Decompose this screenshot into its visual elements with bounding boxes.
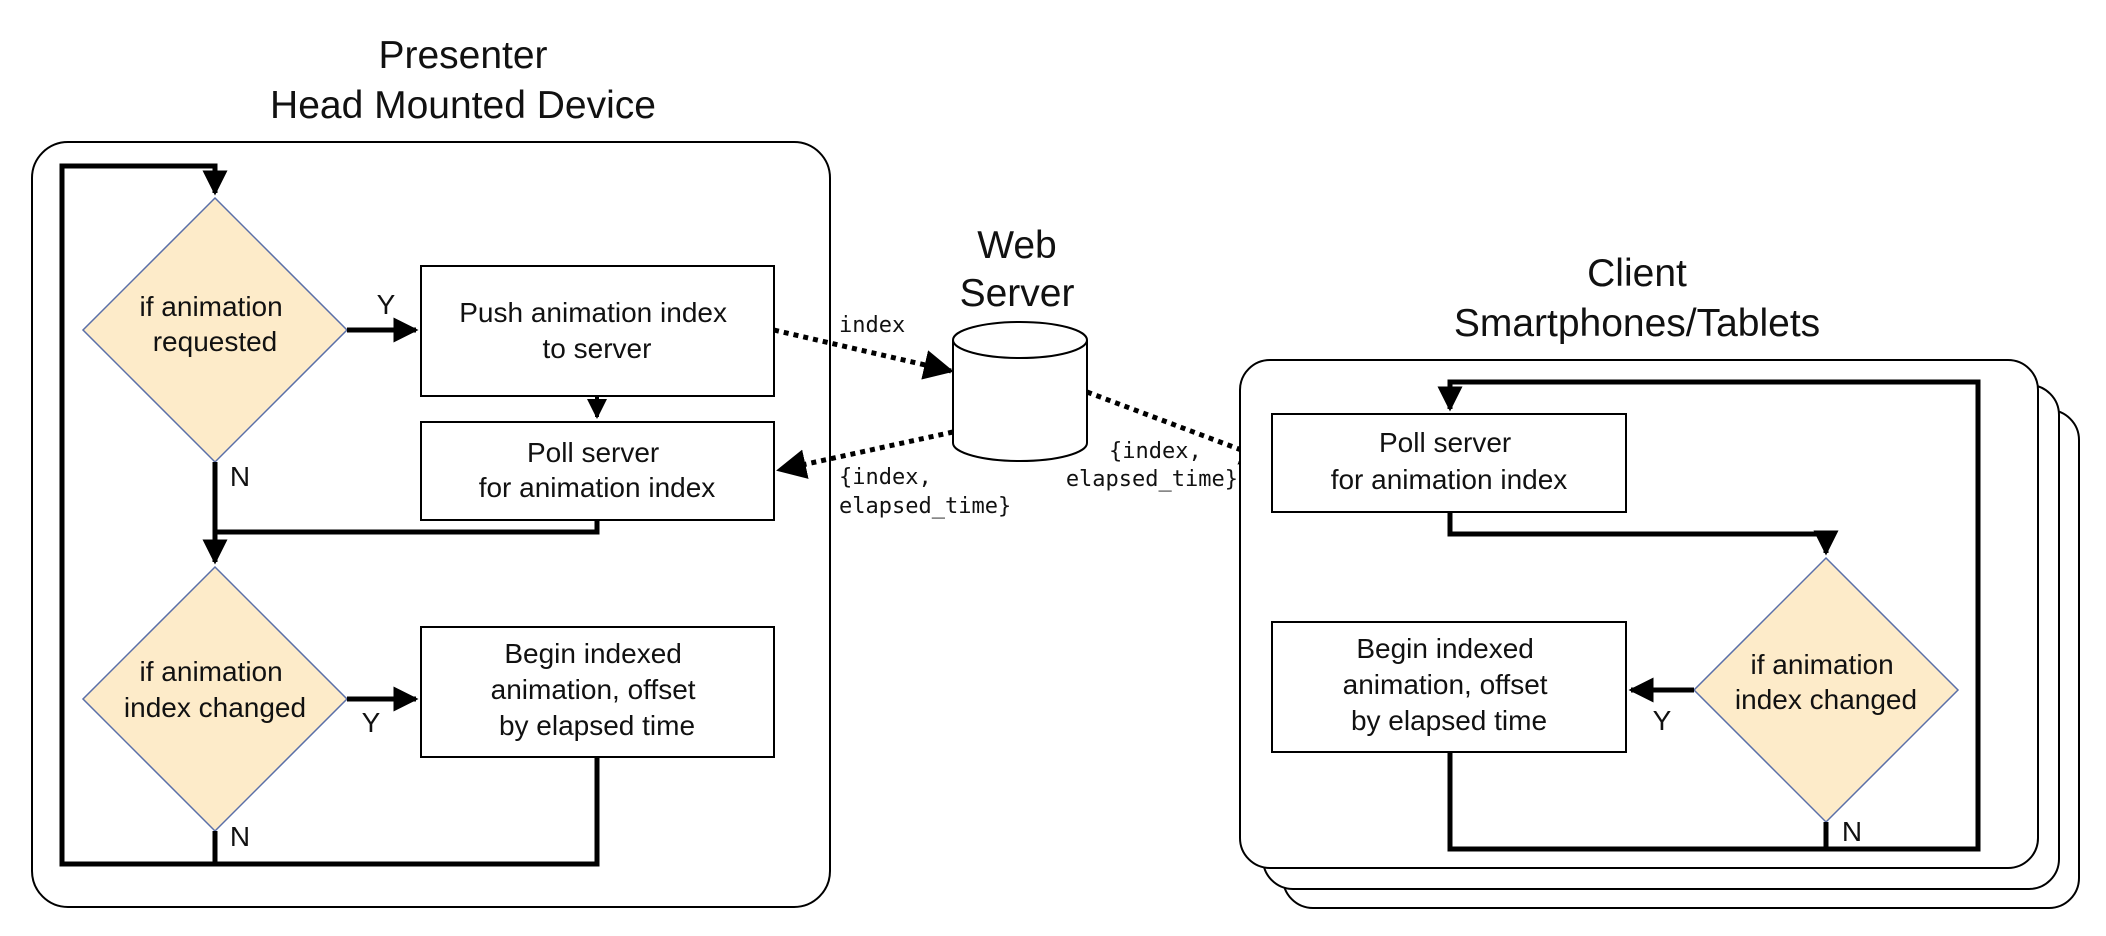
client-begin-box	[1271, 621, 1627, 753]
presenter-section: Presenter Head Mounted Device if animati…	[31, 34, 831, 908]
push-index-box	[420, 265, 775, 397]
connector-index-to-server	[773, 327, 954, 380]
presenter-poll-label: Poll server for animation index	[479, 437, 716, 503]
client-decision-index-changed-label: if animation index changed	[1735, 649, 1917, 715]
client-begin-label: Begin indexed animation, offset by elaps…	[1343, 633, 1556, 736]
decision-index-changed-label: if animation index changed	[124, 656, 306, 723]
label-index: index	[839, 313, 905, 338]
label-response-presenter: {index, elapsed_time}	[839, 465, 1011, 519]
client-poll-box	[1271, 413, 1627, 513]
label-yes-requested: Y	[377, 289, 396, 320]
client-poll-label: Poll server for animation index	[1331, 427, 1568, 495]
decision-animation-requested-label: if animation requested	[140, 291, 291, 357]
label-yes-changed: Y	[362, 707, 381, 738]
client-label-yes: Y	[1653, 705, 1672, 736]
label-no-requested: N	[230, 461, 250, 492]
server-section: Web Server index {index, elapsed_time} {…	[773, 224, 1271, 519]
presenter-container	[31, 141, 831, 908]
connector-server-to-client	[1086, 389, 1271, 465]
connector-client-poll-to-changed	[1447, 512, 1839, 556]
connector-poll-to-changed	[215, 520, 600, 535]
presenter-loop-connector	[59, 163, 228, 867]
client-label-no: N	[1842, 816, 1862, 847]
label-response-client: {index, elapsed_time}	[1066, 439, 1238, 492]
presenter-title: Presenter	[378, 34, 547, 77]
presenter-begin-box	[420, 626, 775, 758]
client-loop-connector	[1437, 379, 1981, 852]
client-section: Client Smartphones/Tablets Poll server f…	[1239, 252, 2080, 909]
server-title: Web	[977, 224, 1057, 267]
client-subtitle: Smartphones/Tablets	[1454, 302, 1820, 345]
connector-begin-loop	[215, 757, 600, 867]
client-title: Client	[1587, 252, 1687, 295]
push-index-label: Push animation index to server	[459, 297, 735, 364]
label-no-changed: N	[230, 821, 250, 852]
server-subtitle: Server	[960, 272, 1075, 315]
presenter-begin-label: Begin indexed animation, offset by elaps…	[491, 638, 704, 741]
database-icon	[952, 321, 1088, 462]
connector-client-begin-loop	[1447, 752, 1826, 852]
presenter-subtitle: Head Mounted Device	[270, 84, 656, 127]
